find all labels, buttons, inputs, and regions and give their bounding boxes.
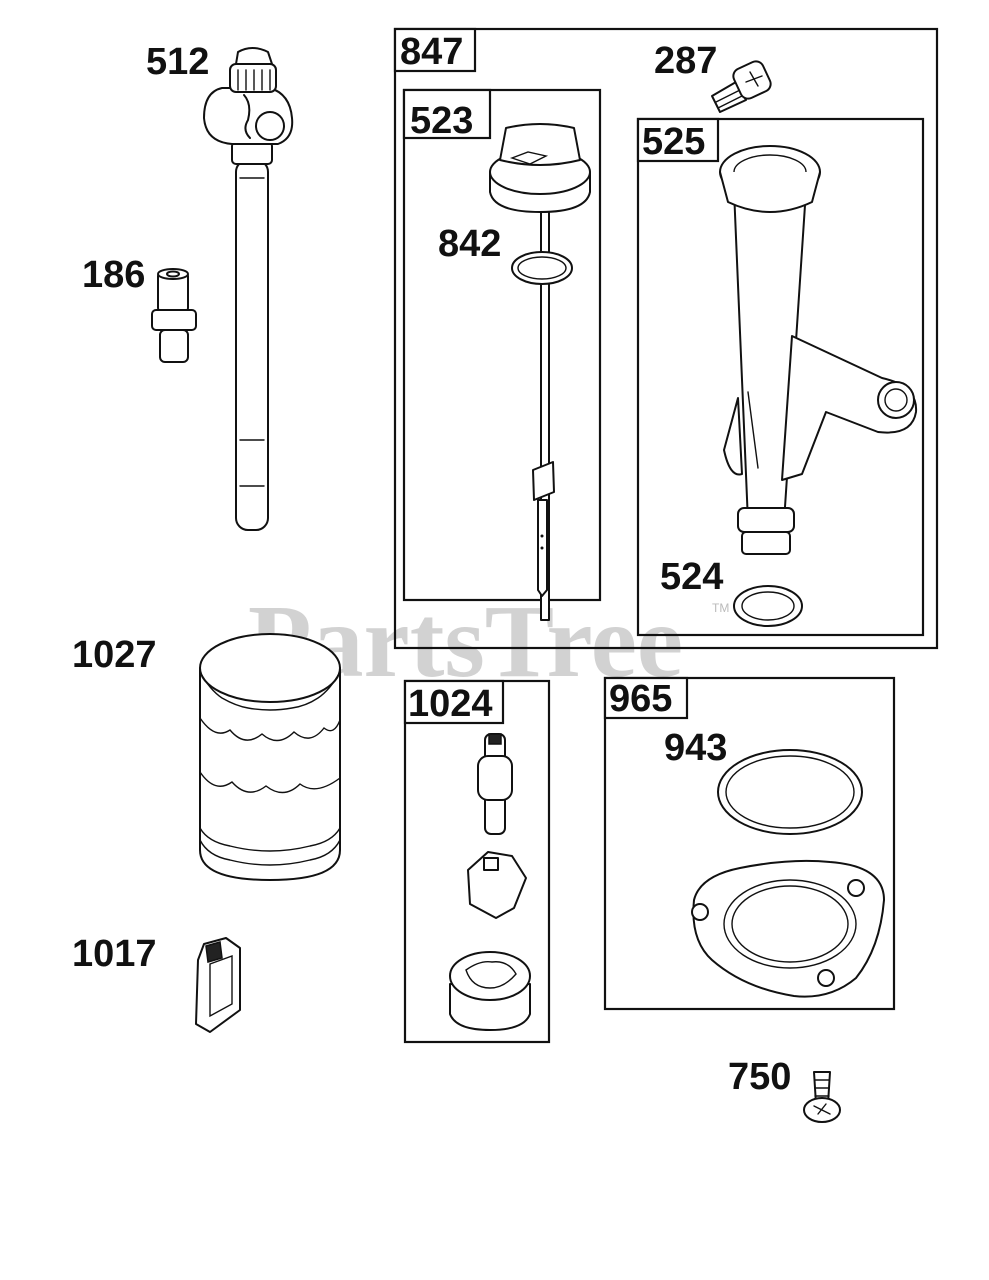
- part-524-seal-inner: [741, 591, 795, 621]
- label-1027: 1027: [72, 634, 157, 676]
- kit-tag-847: [393, 27, 477, 73]
- label-524: 524: [660, 556, 723, 598]
- part-512-dipstick-tube: [203, 47, 294, 531]
- part-525-fill-tube: [719, 145, 918, 555]
- kit-tag-965: [603, 676, 689, 720]
- label-523: 523: [410, 100, 473, 142]
- part-1017-bracket: [195, 937, 241, 1033]
- part-842-o-ring-inner: [517, 256, 567, 280]
- part-523-dipstick: [489, 123, 591, 621]
- label-847: 847: [400, 31, 463, 73]
- part-750-screw: [803, 1071, 841, 1123]
- part-1024-pump-kit: [449, 733, 531, 1031]
- label-1024: 1024: [408, 683, 493, 725]
- kit-box-847: [393, 27, 939, 650]
- kit-tag-523: [402, 88, 492, 140]
- kit-box-965: [603, 676, 896, 1011]
- label-186: 186: [82, 254, 145, 296]
- label-525: 525: [642, 121, 705, 163]
- label-842: 842: [438, 223, 501, 265]
- part-1027-oil-filter: [199, 633, 341, 881]
- label-965: 965: [609, 678, 672, 720]
- watermark-tm: TM: [712, 601, 729, 615]
- label-1017: 1017: [72, 933, 157, 975]
- label-512: 512: [146, 41, 209, 83]
- label-943: 943: [664, 727, 727, 769]
- part-943-gasket-inner: [725, 755, 855, 829]
- part-287-screw: [711, 60, 772, 113]
- label-750: 750: [728, 1056, 791, 1098]
- kit-tag-525: [636, 117, 720, 163]
- part-943-gasket: [717, 749, 863, 835]
- label-287: 287: [654, 40, 717, 82]
- kit-box-525: [636, 117, 925, 637]
- kit-box-523: [402, 88, 602, 602]
- kit-tag-1024: [403, 679, 505, 725]
- part-965-cover: [691, 859, 885, 998]
- part-186-fitting: [151, 268, 197, 363]
